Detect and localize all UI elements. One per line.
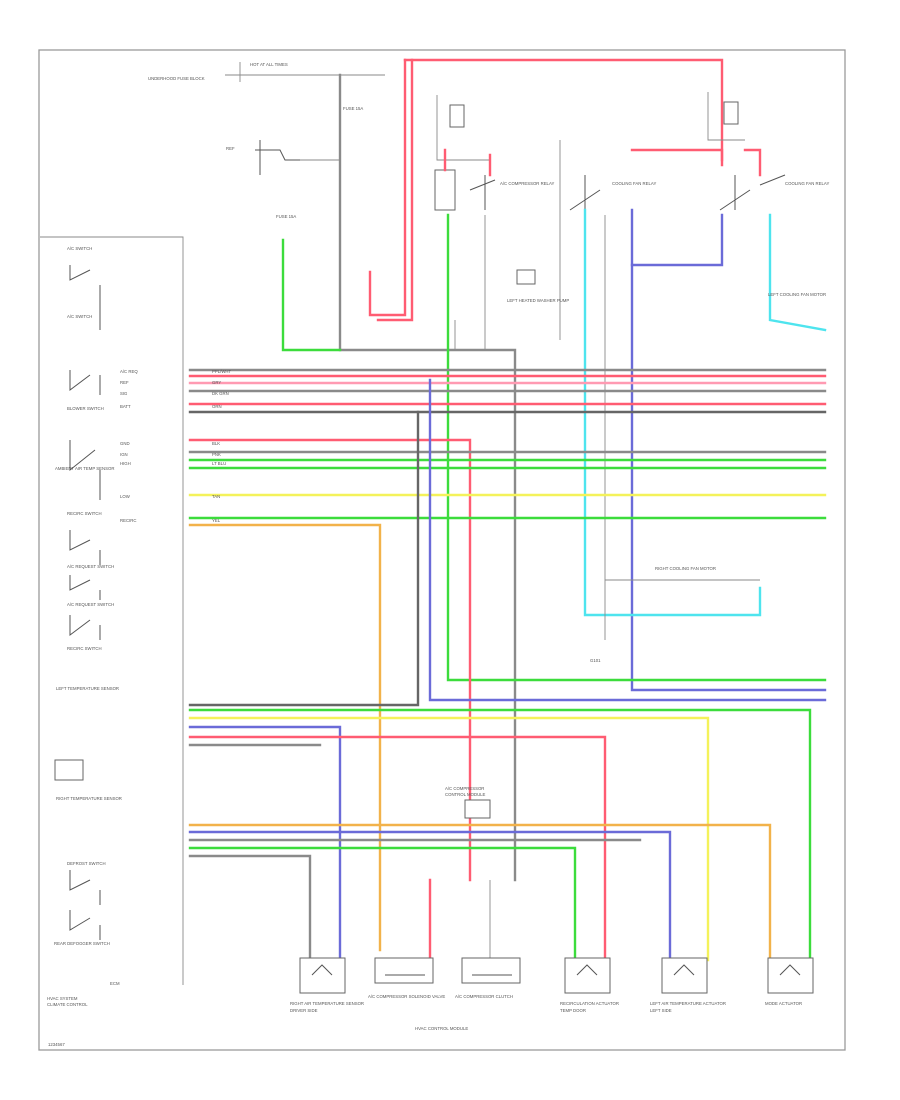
pin-wire-batt: ORN: [212, 404, 222, 409]
pin-wire-high: LT BLU: [212, 461, 226, 466]
wire-blue-fan: [630, 208, 827, 692]
fuse-fan-line: [707, 92, 745, 141]
pin-label-sig: SIG: [120, 391, 128, 396]
component-left-air-temp-actuator: LEFT AIR TEMPERATURE ACTUATOR LEFT SIDE: [650, 957, 726, 1013]
compressor-control-module: [464, 799, 491, 819]
diagram-frame: [38, 49, 846, 1051]
ambient-sensor-label: AMBIENT AIR TEMP SENSOR: [55, 466, 114, 471]
bottom-center-caption-2: CONTROL MODULE: [445, 792, 486, 797]
pin-label-ref: REF: [120, 380, 129, 385]
relay-cooling-fan-2-label: COOLING FAN RELAY: [785, 181, 829, 186]
pin-wire-gnd: BLK: [212, 441, 220, 446]
component-recirc-actuator: RECIRCULATION ACTUATOR TEMP DOOR: [560, 957, 619, 1013]
component-left-air-temp-actuator-name: LEFT AIR TEMPERATURE ACTUATOR: [650, 1001, 726, 1006]
bottom-switch-label: DEFROST SWITCH: [67, 861, 106, 866]
corner-id: 1234567: [48, 1042, 65, 1047]
pin-wire-ref: GRY: [212, 380, 221, 385]
component-ac-clutch: A/C COMPRESSOR CLUTCH: [455, 957, 521, 999]
wire-gray-main: [338, 73, 517, 882]
relay-ac-compressor: A/C COMPRESSOR RELAY: [434, 169, 554, 211]
bottom-switch-2-label: REAR DEFOGGER SWITCH: [54, 941, 110, 946]
left-switch-6-label: A/C REQUEST SWITCH: [67, 602, 114, 607]
upper-signal-wires: [188, 368, 827, 952]
switch-top-left: [255, 149, 300, 161]
component-ac-clutch-name: A/C COMPRESSOR CLUTCH: [455, 994, 513, 999]
fuse-label-2: FUSE 15A: [276, 214, 296, 219]
right-sensor-text: RIGHT TEMPERATURE SENSOR: [56, 796, 122, 801]
wire-red-supply: [368, 58, 407, 317]
pin-label-ign: IGN: [120, 452, 128, 457]
fuse-note: FUSE 15A: [343, 106, 363, 111]
wire-red-fan-relays: [630, 148, 762, 177]
relay-cooling-fan-2: COOLING FAN RELAY: [719, 174, 829, 211]
heated-washer-label: LEFT HEATED WASHER PUMP: [507, 298, 569, 303]
component-ac-solenoid: A/C COMPRESSOR SOLENOID VALVE: [368, 957, 445, 999]
pin-label-recirc: RECIRC: [120, 518, 136, 523]
fuse-ac-line: [436, 95, 490, 161]
wire-cyan-fan-out: [768, 213, 827, 332]
component-right-air-temp-sensor-name: RIGHT AIR TEMPERATURE SENSOR: [290, 1001, 364, 1006]
component-mode-actuator-name: MODE ACTUATOR: [765, 1001, 802, 1006]
component-mode-actuator: MODE ACTUATOR: [765, 957, 814, 1006]
fuse-ac: [449, 104, 465, 128]
wire-red-relay1: [443, 148, 492, 177]
right-fan-motor-label: RIGHT COOLING FAN MOTOR: [655, 566, 716, 571]
pin-label-low: LOW: [120, 494, 131, 499]
pin-label-areq: A/C REQ: [120, 369, 138, 374]
component-recirc-actuator-name: RECIRCULATION ACTUATOR: [560, 1001, 619, 1006]
wire-red-top: [403, 58, 724, 162]
bottom-left-caption: HVAC SYSTEM: [47, 996, 78, 1001]
wire-green-ac-relay: [446, 213, 827, 682]
pin-label-gnd: GND: [120, 441, 130, 446]
component-left-air-temp-actuator-sub: LEFT SIDE: [650, 1008, 672, 1013]
component-right-air-temp-sensor-sub: DRIVER SIDE: [290, 1008, 318, 1013]
component-ac-solenoid-name: A/C COMPRESSOR SOLENOID VALVE: [368, 994, 445, 999]
switch-top-left-label: REF: [226, 146, 235, 151]
left-sensor-text: LEFT TEMPERATURE SENSOR: [56, 686, 119, 691]
left-switch-7-label: RECIRC SWITCH: [67, 646, 102, 651]
bottom-components: RIGHT AIR TEMPERATURE SENSOR DRIVER SIDE…: [290, 957, 814, 1013]
pin-wire-low: TAN: [212, 494, 220, 499]
hvac-module-boundary: [40, 236, 184, 985]
left-switch-3-label: BLOWER SWITCH: [67, 406, 104, 411]
washer-line: [454, 215, 486, 351]
pin-wire-ign: PNK: [212, 452, 221, 457]
left-switch-5-label: A/C REQUEST SWITCH: [67, 564, 114, 569]
relay-cooling-fan-1: COOLING FAN RELAY: [559, 140, 656, 340]
ecm-title: ECM: [110, 981, 120, 986]
component-recirc-actuator-sub: TEMP DOOR: [560, 1008, 586, 1013]
relay-ac-compressor-label: A/C COMPRESSOR RELAY: [500, 181, 554, 186]
fuse-block-label: UNDERHOOD FUSE BLOCK: [148, 76, 205, 81]
heated-washer-pump: [516, 269, 536, 285]
left-fan-motor-label: LEFT COOLING FAN MOTOR: [768, 292, 826, 297]
pin-label-batt: BATT: [120, 404, 131, 409]
relay-cooling-fan-1-label: COOLING FAN RELAY: [612, 181, 656, 186]
hvac-module-caption: HVAC CONTROL MODULE: [415, 1026, 468, 1031]
left-switch-4-label: RECIRC SWITCH: [67, 511, 102, 516]
upper-pin-labels: A/C REQ PPL/WHT REF GRY SIG DK GRN BATT …: [120, 369, 231, 523]
left-switch-2-label: A/C SWITCH: [67, 314, 92, 319]
wire-green-left-upper: [281, 238, 342, 352]
pin-wire-sig: DK GRN: [212, 391, 229, 396]
pin-wire-areq: PPL/WHT: [212, 369, 231, 374]
component-right-air-temp-sensor: RIGHT AIR TEMPERATURE SENSOR DRIVER SIDE: [290, 957, 364, 1013]
hot-label: HOT AT ALL TIMES: [250, 62, 288, 67]
bottom-left-caption-2: CLIMATE CONTROL: [47, 1002, 88, 1007]
pin-label-high: HIGH: [120, 461, 131, 466]
pin-wire-recirc: YEL: [212, 518, 221, 523]
wire-blue-fan-2: [630, 213, 724, 267]
fuse-fan: [723, 101, 739, 125]
wire-red-supply-2: [376, 58, 414, 322]
left-switch-group: A/C SWITCH A/C SWITCH BLOWER SWITCH RECI…: [54, 246, 122, 946]
body-ground-label: G101: [590, 658, 601, 663]
bottom-center-caption: A/C COMPRESSOR: [445, 786, 484, 791]
left-switch-1-label: A/C SWITCH: [67, 246, 92, 251]
lower-signal-wires: [188, 708, 812, 962]
